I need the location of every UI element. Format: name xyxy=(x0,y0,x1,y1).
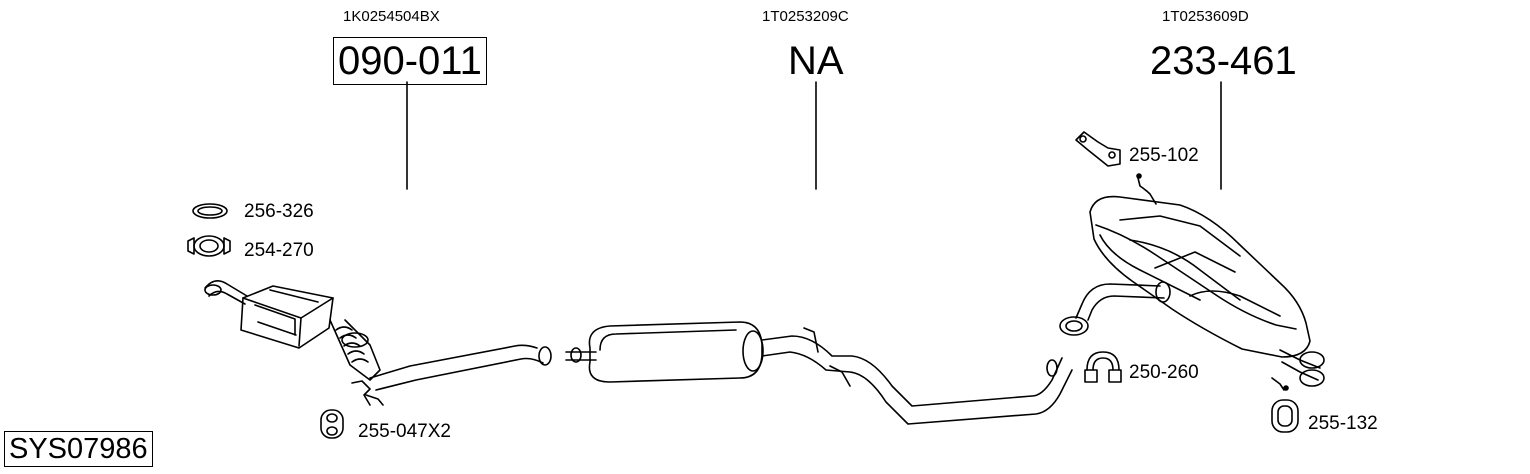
hanger-front-icon xyxy=(320,409,344,439)
oe-number-rear: 1T0253609D xyxy=(1162,8,1249,25)
gasket-icon xyxy=(192,203,228,219)
oe-number-middle: 1T0253209C xyxy=(762,8,849,25)
part-number-rear: 233-461 xyxy=(1150,39,1297,83)
hanger-front-part-label: 255-047X2 xyxy=(358,421,451,442)
clamp-front-part-label: 254-270 xyxy=(244,240,314,261)
gasket-part-label: 256-326 xyxy=(244,201,314,222)
part-number-front: 090-011 xyxy=(333,37,487,85)
rear-silencer-icon xyxy=(1059,173,1325,391)
middle-silencer-icon xyxy=(565,321,1073,425)
clamp-rear-icon xyxy=(1084,351,1122,383)
oe-number-front: 1K0254504BX xyxy=(343,8,440,25)
bracket-rear-icon xyxy=(1075,131,1121,167)
front-pipe-catalyst-icon xyxy=(204,280,552,406)
bracket-rear-part-label: 255-102 xyxy=(1129,145,1199,166)
clamp-rear-part-label: 250-260 xyxy=(1129,362,1199,383)
system-code: SYS07986 xyxy=(4,431,153,467)
hanger-rear-part-label: 255-132 xyxy=(1308,413,1378,434)
part-number-middle: NA xyxy=(788,39,844,83)
clamp-front-icon xyxy=(187,235,231,257)
hanger-rear-icon xyxy=(1271,399,1299,433)
